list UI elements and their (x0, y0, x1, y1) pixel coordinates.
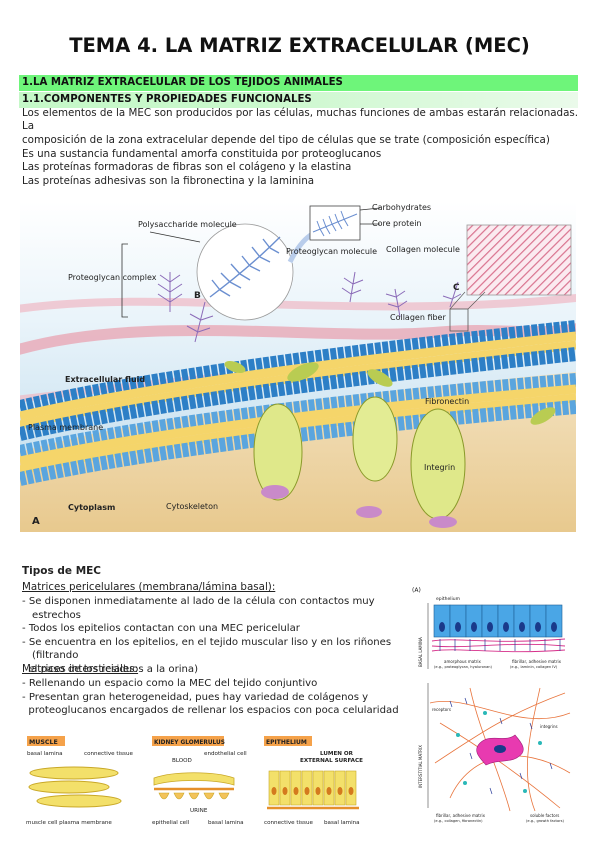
intersticial-list: - Rellenando un espacio como la MEC del … (22, 677, 417, 718)
side-integrins-label: integrins (540, 724, 558, 729)
epithelium-tag: EPITHELIUM (266, 739, 307, 746)
matrix-types-figure: (A) epithelium BASAL LAMINA amorphous ma… (410, 583, 578, 833)
list-item: - Presentan gran heterogeneidad, pues ha… (22, 691, 369, 703)
label-proteoglycan-molecule: Proteoglycan molecule (286, 247, 377, 256)
list-item: - Todos los epitelios contactan con una … (22, 623, 300, 635)
kidney-endothelial-label: endothelial cell (204, 751, 247, 757)
side-interstitial-label: INTERSTITIAL MATRIX (418, 745, 423, 788)
side-fibrillar-label-2: fibrillar, adhesive matrix (436, 813, 486, 818)
muscle-connective-label: connective tissue (84, 751, 134, 757)
list-item: proteoglucanos encargados de rellenar lo… (22, 705, 399, 717)
list-item: - Se disponen inmediatamente al lado de … (22, 596, 375, 621)
side-fibrillar-eg-2: (e.g., collagen, fibronectin) (434, 819, 483, 823)
page-title: TEMA 4. LA MATRIZ EXTRACELULAR (MEC) (69, 34, 530, 57)
side-amorphous-eg: (e.g., proteoglycan, hyaluronan) (434, 665, 493, 669)
label-proteoglycan-complex: Proteoglycan complex (68, 273, 157, 282)
epithelium-lumen-label: LUMEN OR (320, 751, 354, 757)
pericelular-list: - Se disponen inmediatamente al lado de … (22, 595, 417, 677)
label-collagen-fiber: Collagen fiber (390, 313, 446, 322)
kidney-urine-label: URINE (190, 808, 208, 814)
muscle-basal-lamina-label: basal lamina (27, 751, 63, 757)
label-plasma-membrane: Plasma membrane (28, 423, 103, 432)
intersticial-heading: Matrices intersticiales: (22, 663, 139, 675)
muscle-tag: MUSCLE (29, 739, 58, 746)
label-carbohydrates: Carbohydrates (372, 203, 431, 212)
list-item: el paso de los residuos a la orina) (22, 663, 199, 675)
section-heading-1: 1.LA MATRIZ EXTRACELULAR DE LOS TEJIDOS … (19, 75, 578, 91)
kidney-epithelial-label: epithelial cell (152, 820, 190, 826)
label-fibronectin: Fibronectin (425, 397, 469, 406)
section-heading-1-1: 1.1.COMPONENTES Y PROPIEDADES FUNCIONALE… (19, 92, 578, 108)
kidney-basal-lamina-label: basal lamina (208, 820, 244, 826)
basal-lamina-examples-figure: MUSCLE basal lamina connective tissue mu… (24, 733, 376, 828)
kidney-tag: KIDNEY GLOMERULUS (154, 740, 225, 746)
label-panel-c: C (453, 283, 460, 293)
side-soluble-label: soluble factors (530, 813, 559, 818)
pericelular-heading: Matrices pericelulares (membrana/lámina … (22, 581, 276, 593)
side-amorphous-label: amorphous matrix (444, 659, 482, 664)
label-cytoskeleton: Cytoskeleton (166, 502, 218, 511)
label-panel-b: B (194, 291, 201, 301)
label-core-protein: Core protein (372, 219, 422, 228)
list-item: - Rellenando un espacio como la MEC del … (22, 678, 318, 689)
epithelium-basal-lamina-label: basal lamina (324, 820, 360, 826)
label-extracellular-fluid: Extracellular fluid (65, 375, 145, 384)
label-integrin: Integrin (424, 463, 455, 472)
intro-paragraph: Los elementos de la MEC son producidos p… (22, 107, 582, 147)
component-line-2: Las proteínas formadoras de fibras son e… (22, 161, 352, 174)
component-line-1: Es una sustancia fundamental amorfa cons… (22, 148, 382, 160)
kidney-blood-label: BLOOD (172, 758, 192, 764)
side-epithelium-label: epithelium (436, 596, 460, 602)
list-item: - Se encuentra en los epitelios, en el t… (22, 636, 392, 662)
side-receptors-label: receptors (432, 707, 451, 712)
component-line-3: Las proteínas adhesivas son la fibronect… (22, 174, 315, 187)
epithelium-connective-label: connective tissue (264, 820, 314, 826)
side-fibrillar-label: fibrillar, adhesive matrix (512, 659, 562, 664)
label-collagen-molecule: Collagen molecule (386, 245, 460, 254)
side-soluble-eg: (e.g., growth factors) (526, 819, 565, 823)
tipos-heading: Tipos de MEC (22, 565, 102, 577)
muscle-fibers (28, 766, 122, 808)
label-polysaccharide: Polysaccharide molecule (138, 220, 237, 229)
extracellular-matrix-illustration: Carbohydrates Core protein Polysaccharid… (20, 202, 576, 532)
components-paragraph: Es una sustancia fundamental amorfa cons… (22, 148, 582, 188)
muscle-plasma-membrane-label: muscle cell plasma membrane (26, 820, 112, 826)
intro-line-1: Los elementos de la MEC son producidos p… (22, 107, 579, 133)
epithelium-surface-label: EXTERNAL SURFACE (300, 758, 363, 764)
side-panel-label: (A) (412, 587, 421, 594)
side-fibrillar-eg: (e.g., laminin, collagen IV) (510, 665, 558, 669)
label-cytoplasm: Cytoplasm (68, 503, 115, 512)
label-panel-a: A (32, 516, 40, 527)
epithelium-cells (268, 770, 357, 806)
intro-line-2: composición de la zona extracelular depe… (22, 133, 550, 146)
side-basal-lamina-label: BASAL LAMINA (418, 637, 423, 667)
epithelial-cells (433, 604, 563, 638)
